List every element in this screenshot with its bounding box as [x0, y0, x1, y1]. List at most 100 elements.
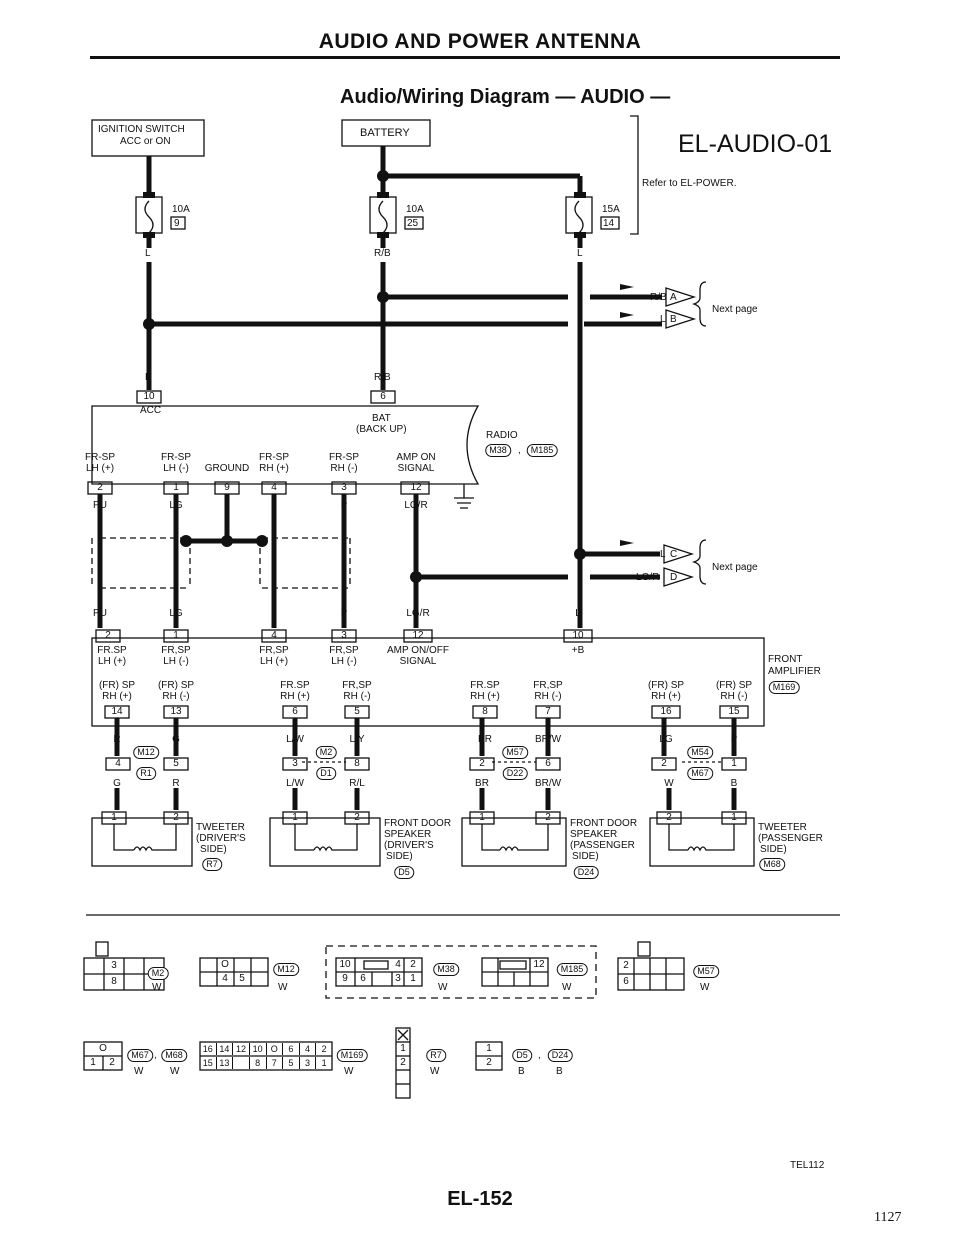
pin-label: RH (+) [259, 463, 289, 474]
connector-r7-shape [395, 1027, 411, 1099]
speaker-label: (DRIVER'S [384, 840, 434, 851]
connector-color: W [152, 982, 162, 993]
wire-color: L [660, 314, 666, 325]
tweeter-passenger-box [649, 817, 755, 867]
splice-dot [410, 571, 422, 583]
speaker-label: TWEETER [758, 822, 807, 833]
amplifier-box [91, 637, 765, 727]
battery-label: BATTERY [360, 127, 410, 139]
pin-number: 15 [728, 706, 740, 717]
pin-number: 6 [545, 758, 551, 769]
wire-color: R/B [650, 292, 667, 303]
ignition-label: IGNITION SWITCH [98, 124, 185, 135]
pin-label: AMP ON [396, 452, 436, 463]
pin-label: RH (+) [102, 691, 132, 702]
pin-number: 1 [173, 482, 179, 493]
pin-number: 16 [200, 1043, 217, 1055]
pin-number: 6 [283, 1043, 300, 1055]
connector-id: M38 [485, 444, 511, 457]
pin-number: 14 [217, 1043, 234, 1055]
connector-id: M54 [687, 746, 713, 759]
wire-color: LG/R [406, 608, 430, 619]
wire-color: L [575, 608, 581, 619]
pin-number: 1 [321, 1058, 327, 1068]
wire-color: PU [93, 500, 107, 511]
door-speaker-passenger-box [461, 817, 567, 867]
pin-number: 3 [341, 630, 347, 641]
wire-color: G [172, 734, 180, 745]
pin-label: FR.SP [97, 645, 127, 656]
speaker-label: SIDE) [200, 844, 227, 855]
connector-color: W [562, 982, 572, 993]
pin-number: 12 [533, 959, 545, 970]
pin-number [233, 1057, 250, 1069]
wire-color: P [730, 734, 738, 745]
pin-number: 5 [354, 706, 360, 717]
pin-number: 12 [233, 1043, 250, 1055]
page-id: EL-152 [447, 1188, 513, 1210]
wire-color: L [145, 372, 151, 383]
pin-number: 2 [354, 812, 360, 823]
wire-color: BR/W [534, 778, 562, 789]
pin-label: SIGNAL [399, 656, 437, 667]
amp-label: FRONT [768, 654, 803, 665]
speaker-label: TWEETER [196, 822, 245, 833]
wire-color: R/B [374, 372, 391, 383]
pin-label: (FR) SP [98, 680, 136, 691]
m169-bottom-row: 15 13 8 7 5 3 1 [200, 1057, 332, 1069]
pin-number: 4 [222, 973, 228, 984]
splice-dot [377, 291, 389, 303]
connector-id: M185 [556, 963, 588, 976]
pin-label: LH (-) [163, 656, 189, 667]
connector-color: W [134, 1066, 144, 1077]
fuse-number: 25 [407, 218, 419, 229]
connector-letter: A [670, 292, 677, 303]
fuse-box-14 [565, 196, 593, 234]
wire-color: LG [169, 608, 183, 619]
splice-dot [143, 318, 155, 330]
separator-comma: , [154, 1050, 157, 1061]
pin-number: 2 [109, 1057, 115, 1068]
pin-label: FR,SP [259, 645, 289, 656]
pin-label: FR-SP [85, 452, 115, 463]
connector-id: D1 [316, 767, 336, 780]
connector-id: M67 [127, 1049, 153, 1062]
wire-color: W [664, 778, 674, 789]
pin-number: 3 [300, 1057, 317, 1069]
pin-number: 1 [292, 812, 298, 823]
pin-number: 4 [271, 482, 277, 493]
wire-color: B [730, 778, 738, 789]
acc-label: ACC [140, 405, 162, 416]
pin-number: 4 [395, 959, 401, 970]
pin-number: 2 [486, 1057, 492, 1068]
splice-dot [574, 548, 586, 560]
pin-label: AMP ON/OFF [386, 645, 450, 656]
speaker-label: FRONT DOOR [384, 818, 452, 829]
connector-color: W [700, 982, 710, 993]
pin-number: 7 [545, 706, 551, 717]
tweeter-driver-box [91, 817, 193, 867]
wire-color: L [145, 248, 151, 259]
pin-label: RH (+) [651, 691, 681, 702]
pin-number: 6 [360, 973, 366, 984]
pin-number: 3 [111, 960, 117, 971]
pin-number: 15 [200, 1057, 217, 1069]
pin-label: RH (-) [162, 691, 190, 702]
pin-number: 2 [661, 758, 667, 769]
diagram-subtitle: Audio/Wiring Diagram — AUDIO — [340, 86, 671, 108]
next-page-label: Next page [712, 304, 758, 315]
pin-label: RH (-) [330, 463, 358, 474]
wire-color: R/L [349, 778, 365, 789]
pin-number: 8 [250, 1057, 267, 1069]
pin-number: 1 [731, 758, 737, 769]
connector-id: D22 [502, 767, 528, 780]
fuse-rating: 10A [172, 204, 190, 215]
diagram-id: EL-AUDIO-01 [678, 130, 833, 158]
connector-color: W [430, 1066, 440, 1077]
connector-id: R1 [136, 767, 156, 780]
connector-color: W [170, 1066, 180, 1077]
pin-number: 2 [479, 758, 485, 769]
connector-id: M57 [502, 746, 528, 759]
battery-box [341, 119, 431, 147]
